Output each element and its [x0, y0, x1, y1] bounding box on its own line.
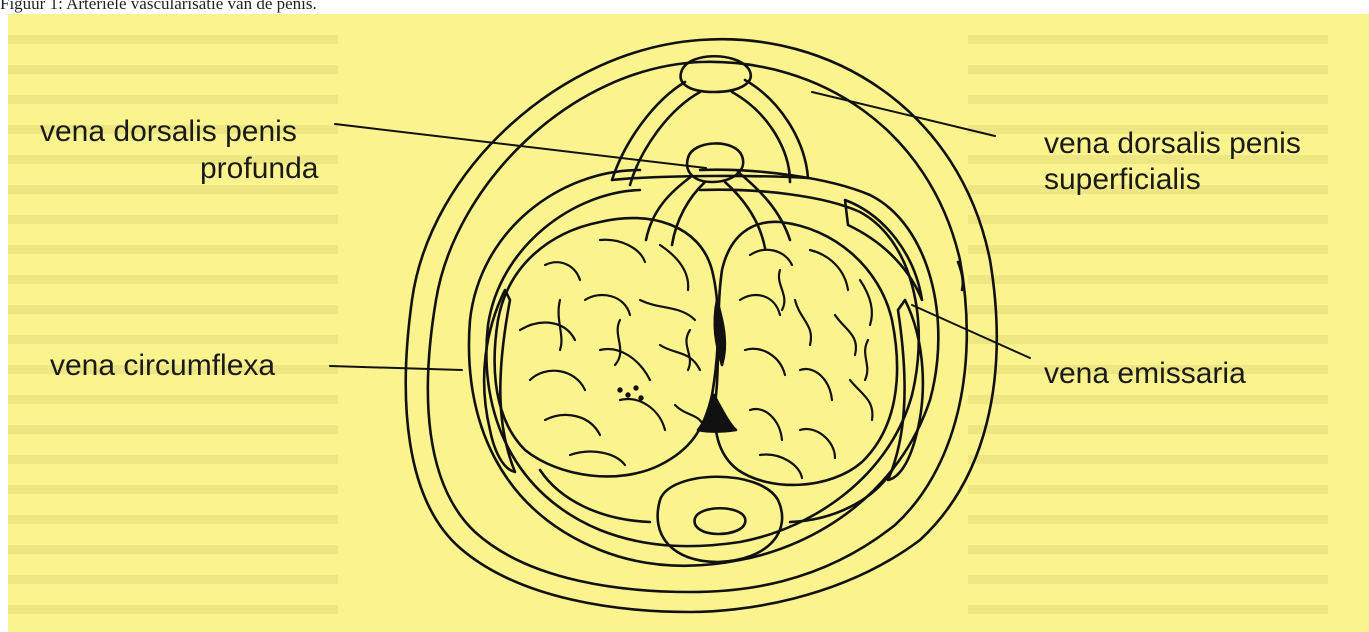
leader-line-profunda [335, 124, 706, 168]
label-vena-dorsalis-superficialis-line1: vena dorsalis penis [1044, 126, 1301, 162]
label-vena-dorsalis-profunda-line2: profunda [200, 151, 318, 187]
right-corpus-texture [740, 250, 872, 478]
corpus-spongiosum [658, 477, 783, 562]
outer-skin-outline [406, 39, 997, 612]
right-corpus-cavernosum [715, 222, 897, 485]
fascia-outline [428, 62, 967, 592]
leader-line-superficialis [812, 92, 995, 136]
leader-line-emissaria [912, 305, 1030, 358]
buck-fascia-inner [486, 190, 918, 546]
urethra [695, 508, 746, 534]
label-vena-circumflexa: vena circumflexa [50, 348, 275, 384]
right-lateral-channel [845, 200, 922, 300]
label-vena-dorsalis-superficialis-line2: superficialis [1044, 162, 1201, 198]
label-vena-dorsalis-profunda-line1: vena dorsalis penis [40, 114, 297, 150]
left-corpus-texture [520, 240, 705, 465]
superficial-vein-crossbar [612, 176, 808, 180]
left-corpus-cavernosum [495, 218, 718, 476]
label-vena-emissaria: vena emissaria [1044, 356, 1246, 392]
lower-channel-left [540, 470, 650, 522]
superficial-vein-branch-right [745, 80, 808, 178]
superficial-vein-branch-left [612, 82, 685, 180]
leader-line-circumflexa [330, 366, 462, 370]
